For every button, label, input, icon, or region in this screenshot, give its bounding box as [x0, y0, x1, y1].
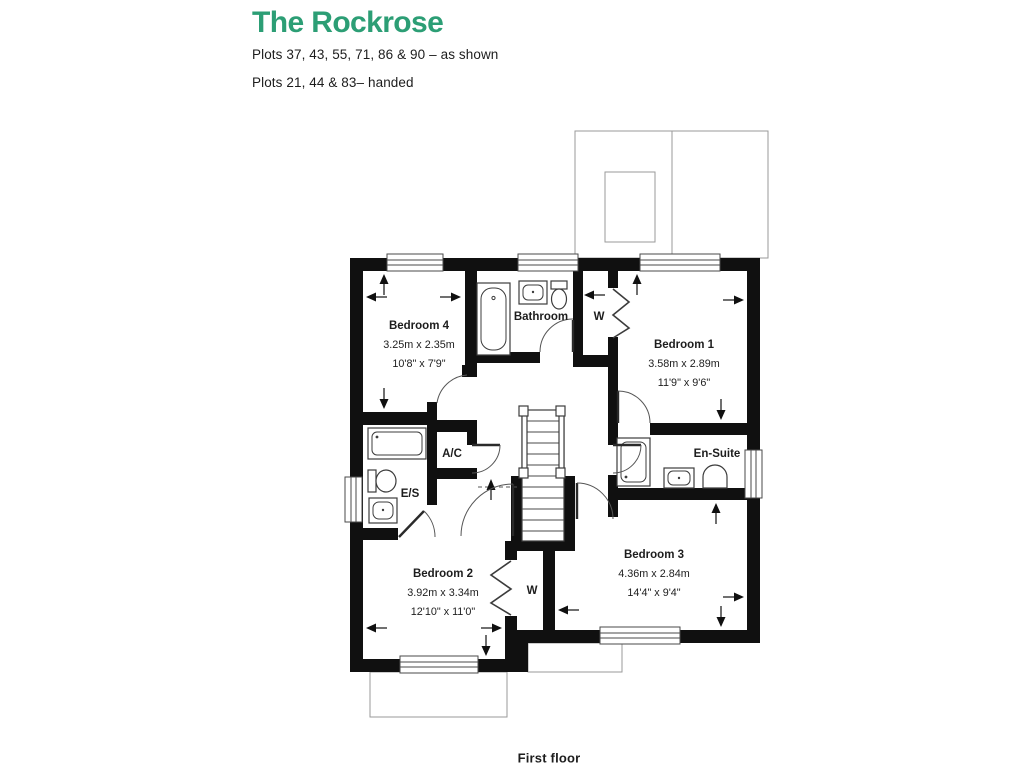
bathroom-sink-icon: [518, 280, 548, 305]
ensuite-sink-icon: [663, 467, 695, 489]
window-es: [344, 476, 363, 523]
room-label-es: E/S: [400, 488, 420, 500]
dimension-arrows: [366, 274, 744, 656]
page-title: The Rockrose: [252, 6, 444, 39]
window-bathroom: [517, 253, 579, 272]
room-dims-metric: 3.92m x 3.34m: [407, 587, 479, 599]
bedroom2-door: [460, 483, 515, 537]
bedroom4-door: [436, 374, 468, 404]
bedroom3-door: [575, 482, 614, 520]
doors: [398, 288, 651, 616]
room-dims-imperial: 10'8" x 7'9": [392, 357, 446, 370]
room-name: Bedroom 3: [623, 549, 685, 561]
ensuite-door: [612, 443, 642, 474]
window-bedroom4: [386, 253, 444, 272]
interior-walls: [363, 271, 760, 659]
room-label-bedroom-1: Bedroom 1 3.58m x 2.89m 11'9" x 9'6": [648, 336, 719, 392]
window-ensuite: [744, 449, 763, 499]
room-label-bedroom-2: Bedroom 2 3.92m x 3.34m 12'10" x 11'0": [407, 565, 478, 621]
room-label-en-suite: En-Suite: [693, 448, 741, 460]
stairs: [478, 405, 566, 542]
wardrobe2-bifold-doors: [489, 560, 513, 616]
plots-handed-text: Plots 21, 44 & 83– handed: [252, 75, 414, 90]
room-label-wardrobe-bed1: W: [593, 311, 605, 323]
bathroom-fixtures: [476, 280, 568, 356]
roof-outline-top-right: [574, 130, 769, 259]
canopy-outline-bottom: [369, 642, 623, 718]
room-dims-imperial: 12'10" x 11'0": [410, 605, 476, 618]
room-name: Bedroom 2: [412, 568, 474, 580]
window-bedroom2: [399, 655, 479, 674]
room-name: Bedroom 4: [388, 320, 450, 332]
bath-icon: [476, 282, 511, 356]
es-sink-icon: [368, 497, 398, 524]
room-name: Bedroom 1: [653, 339, 715, 351]
room-dims-metric: 3.58m x 2.89m: [648, 358, 720, 370]
ensuite-toilet-icon: [702, 464, 728, 489]
window-bedroom3: [599, 626, 681, 645]
plots-as-shown-text: Plots 37, 43, 55, 71, 86 & 90 – as shown: [252, 47, 499, 62]
bedroom1-door: [616, 390, 651, 424]
es-shower-icon: [367, 427, 427, 460]
room-dims-metric: 4.36m x 2.84m: [618, 568, 690, 580]
bathroom-door: [539, 318, 575, 353]
room-label-bedroom-4: Bedroom 4 3.25m x 2.35m 10'8" x 7'9": [383, 317, 454, 373]
bathroom-toilet-icon: [550, 280, 568, 310]
room-dims-imperial: 11'9" x 9'6": [657, 376, 711, 389]
room-label-airing-cupboard: A/C: [442, 448, 462, 460]
windows: [344, 253, 763, 674]
room-dims-metric: 3.25m x 2.35m: [383, 339, 455, 351]
room-label-bathroom: Bathroom: [513, 311, 569, 323]
floor-caption: First floor: [517, 750, 581, 766]
ac-door: [471, 443, 501, 474]
es-toilet-icon: [367, 469, 397, 493]
room-dims-imperial: 14'4" x 9'4": [627, 586, 681, 599]
room-label-bedroom-3: Bedroom 3 4.36m x 2.84m 14'4" x 9'4": [618, 546, 689, 602]
es-fixtures: [367, 427, 427, 524]
room-label-wardrobe-bed2: W: [526, 585, 538, 597]
window-bedroom1: [639, 253, 721, 272]
wardrobe1-bifold-doors: [611, 288, 631, 339]
es-door: [398, 510, 436, 538]
